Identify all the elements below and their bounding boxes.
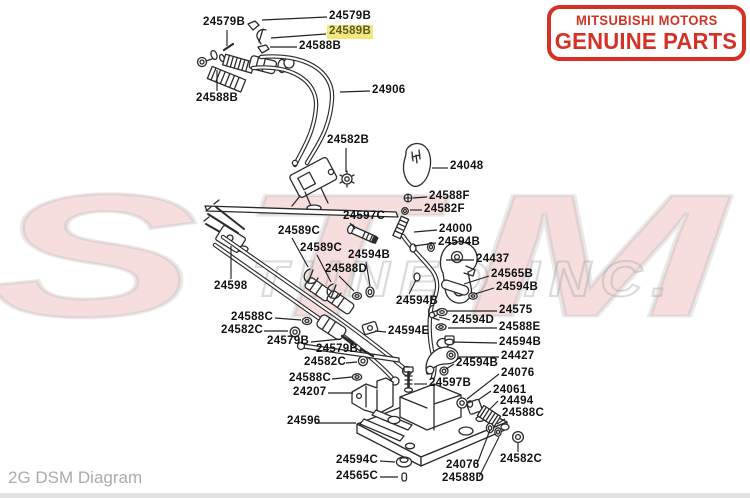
- leader-line-24579B: [261, 16, 328, 21]
- leader-line-24594D: [438, 316, 451, 321]
- logo-line-1: MITSUBISHI MOTORS: [575, 13, 718, 29]
- leader-line-24594B: [445, 363, 455, 370]
- stm-watermark: STM: [0, 158, 750, 356]
- support-bar-drawing: [204, 205, 399, 218]
- mitsubishi-genuine-parts-logo: MITSUBISHI MOTORS GENUINE PARTS: [547, 5, 746, 61]
- leader-line-24000: [413, 229, 438, 233]
- lever-bracket-drawing: [409, 241, 478, 304]
- leader-line-24594B: [408, 279, 417, 295]
- leader-line-24494: [489, 400, 499, 410]
- shift-cables-drawing: [250, 54, 335, 168]
- leader-line-24076: [466, 373, 500, 400]
- leader-line-24588C: [331, 376, 353, 380]
- logo-line-2: GENUINE PARTS: [555, 27, 738, 54]
- leader-line-24588C: [496, 418, 506, 425]
- leader-line-24589B: [270, 33, 327, 39]
- leader-line-24076: [476, 429, 491, 465]
- leader-line-24588D: [338, 275, 355, 292]
- leader-line-24906: [339, 90, 371, 93]
- base-plate-drawing: [356, 383, 508, 467]
- leader-line-24589C: [316, 254, 332, 283]
- leader-line-24597C: [349, 222, 356, 230]
- leader-line-24594C: [379, 460, 396, 463]
- leader-line-24594E: [374, 330, 387, 333]
- leader-line-24594B: [365, 261, 371, 287]
- diagram-caption: 2G DSM Diagram: [8, 468, 143, 487]
- leader-line-24061: [477, 390, 492, 401]
- leader-line-24582C: [345, 361, 358, 364]
- page-bottom-edge: [0, 493, 750, 498]
- mount-bracket-drawing: [351, 366, 414, 415]
- leader-line-24565B: [463, 275, 490, 285]
- leader-line-24589C: [291, 237, 309, 268]
- leader-line-24588D: [478, 436, 500, 478]
- shift-rod-drawing: [289, 316, 400, 381]
- linkage-parts-drawing: [361, 304, 459, 376]
- leader-line-24579B: [358, 349, 367, 353]
- leader-line-24579B: [310, 338, 342, 343]
- leader-line-24594B: [451, 341, 498, 344]
- leader-line-24594B: [413, 242, 437, 247]
- leader-line-24594B: [474, 287, 495, 295]
- hardware-cluster-drawing: [395, 397, 525, 482]
- cable-clips-drawing: [303, 268, 375, 301]
- lower-cables-drawing: [212, 234, 413, 386]
- leader-line-24588F: [412, 196, 428, 199]
- leader-line-24588C: [274, 317, 302, 321]
